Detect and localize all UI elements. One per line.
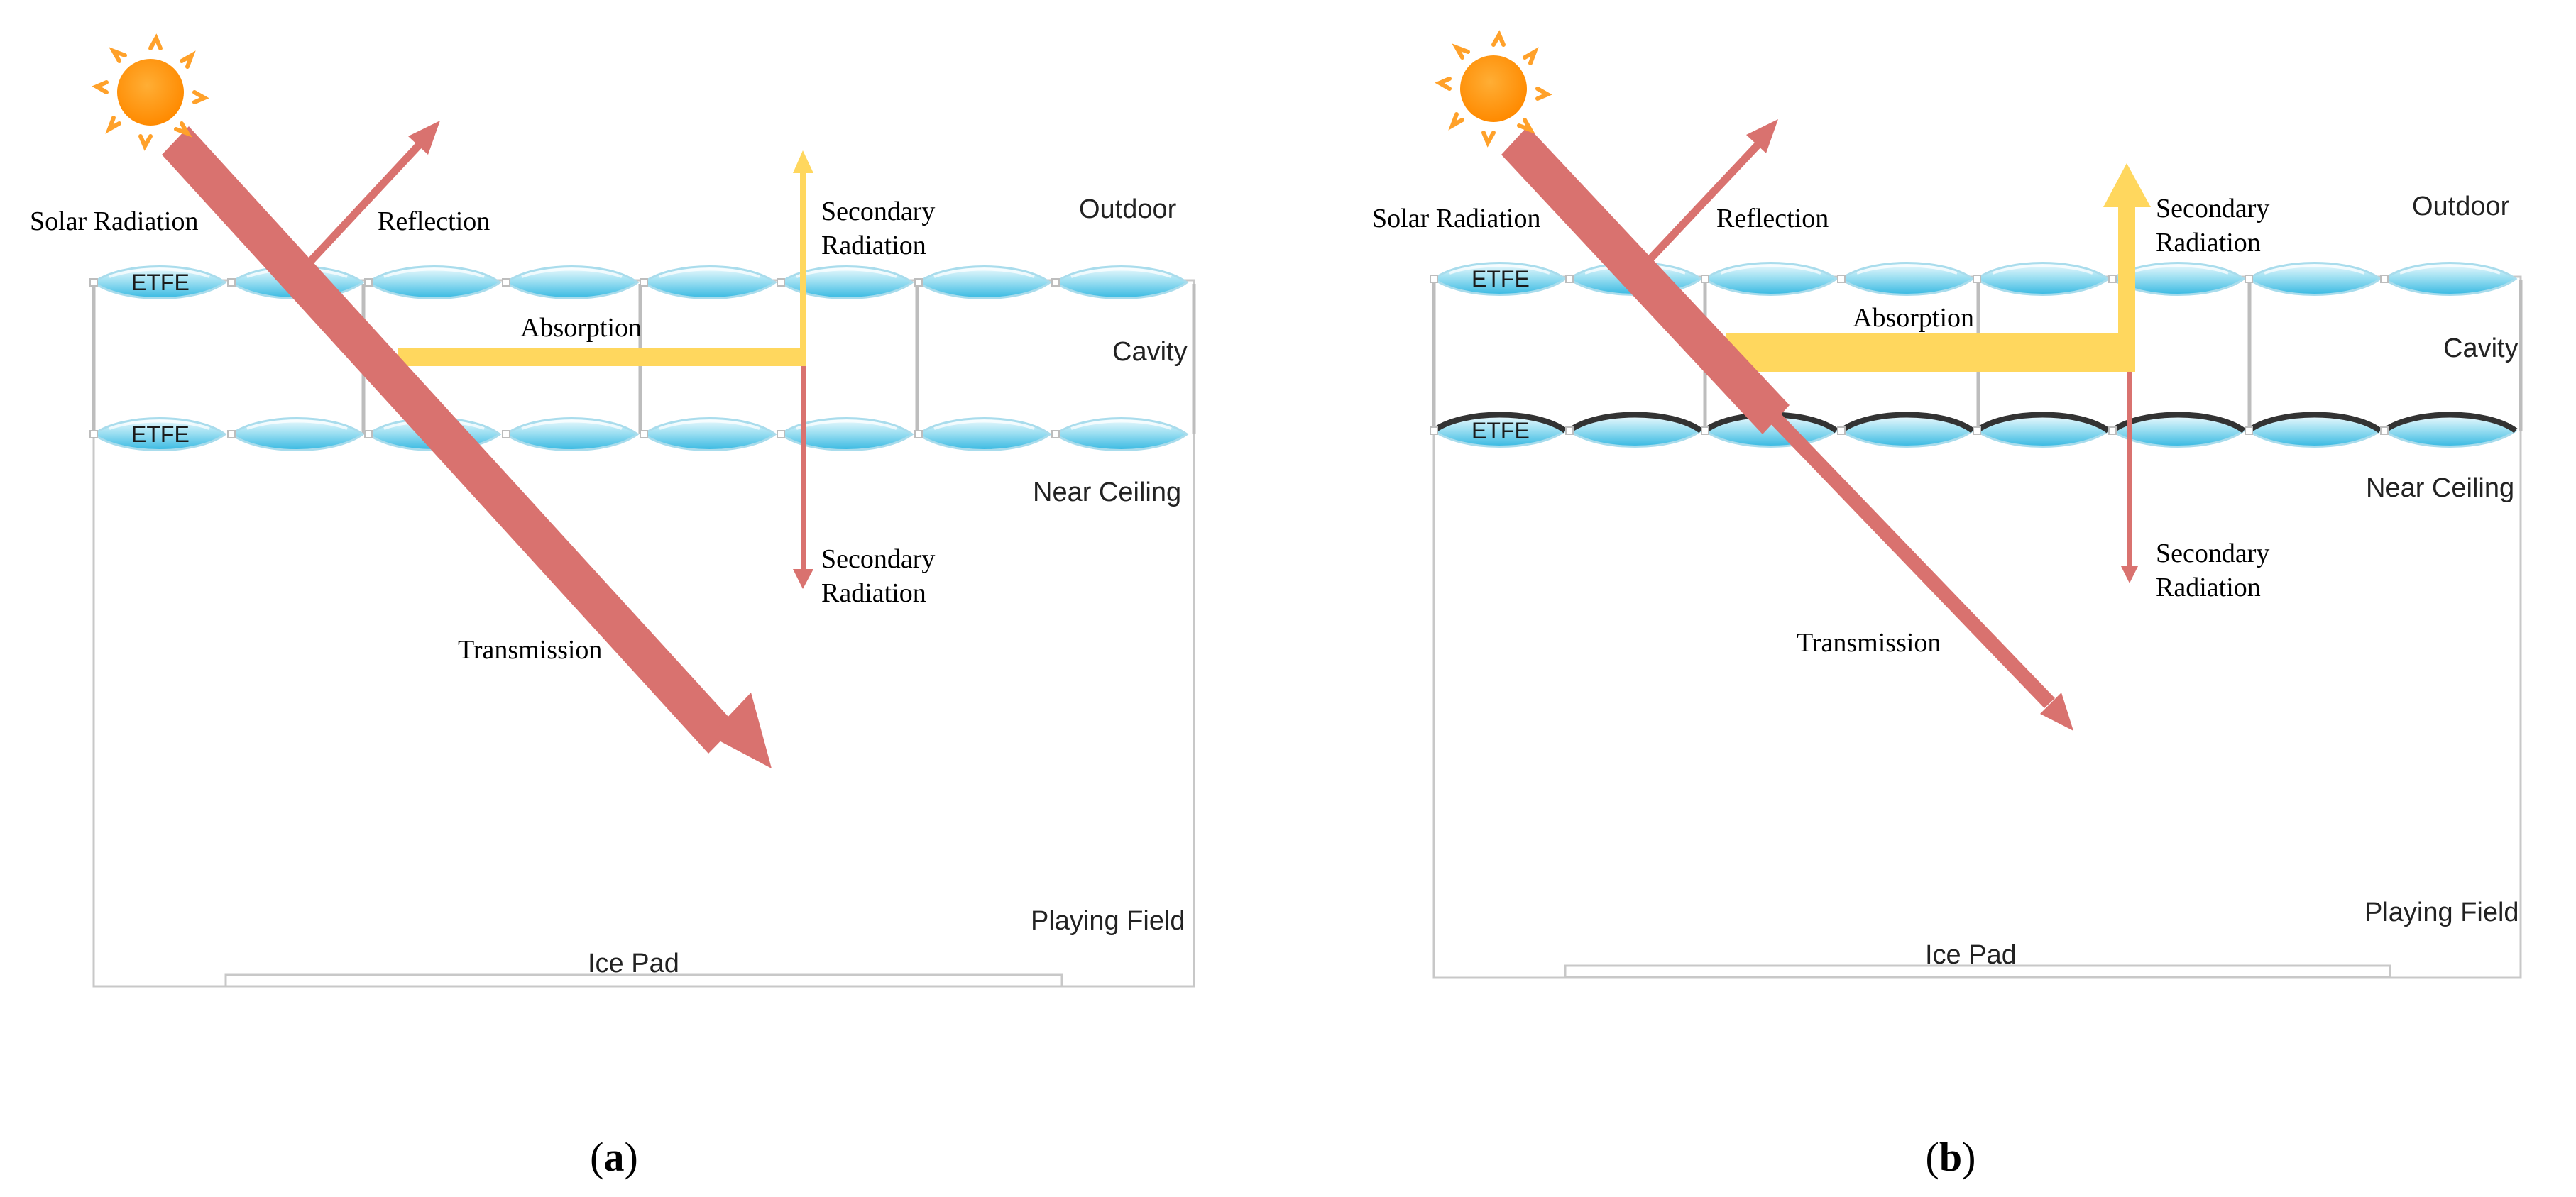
caption-a: (a)	[590, 1134, 638, 1180]
ice-pad-rect	[1564, 964, 2391, 978]
reflection-arrow	[303, 121, 440, 268]
etfe-layer-bottom-dark	[1430, 415, 2516, 447]
label-reflection: Reflection	[378, 206, 490, 236]
label-secondary-up-line1: Secondary	[2156, 194, 2269, 224]
reflection-arrow	[1643, 119, 1778, 265]
label-playing-field: Playing Field	[1031, 906, 1185, 936]
label-secondary-down-line1: Secondary	[821, 544, 935, 574]
secondary-radiation-up-arrow	[2103, 163, 2151, 372]
secondary-radiation-down-arrow	[793, 366, 813, 589]
label-secondary-down-line2: Radiation	[2156, 573, 2261, 602]
label-secondary-up-line1: Secondary	[821, 197, 935, 226]
label-ice-pad: Ice Pad	[1925, 940, 2017, 970]
label-reflection: Reflection	[1716, 204, 1829, 233]
label-etfe-top: ETFE	[1471, 266, 1530, 292]
secondary-radiation-down-arrow	[2121, 372, 2138, 583]
secondary-radiation-up-arrow	[793, 150, 813, 366]
label-etfe-top: ETFE	[131, 270, 190, 295]
label-secondary-up-line2: Radiation	[821, 231, 926, 260]
sun-icon	[1440, 35, 1547, 143]
label-solar-radiation: Solar Radiation	[1372, 204, 1540, 233]
transmission-beam	[162, 126, 772, 768]
label-playing-field: Playing Field	[2364, 898, 2519, 927]
label-near-ceiling: Near Ceiling	[1033, 478, 1181, 507]
absorption-bar	[1726, 333, 2135, 372]
label-outdoor: Outdoor	[2412, 192, 2510, 221]
label-outdoor: Outdoor	[1079, 194, 1177, 224]
label-absorption: Absorption	[520, 313, 642, 343]
label-cavity: Cavity	[2443, 333, 2519, 363]
label-transmission: Transmission	[458, 635, 602, 665]
ice-pad-rect	[224, 973, 1063, 988]
etfe-layer-top	[1429, 261, 2517, 297]
absorption-bar	[398, 348, 806, 366]
label-transmission: Transmission	[1797, 628, 1941, 658]
panel-b: Solar Radiation Reflection Secondary Rad…	[1372, 35, 2523, 1180]
label-cavity: Cavity	[1112, 337, 1188, 367]
label-secondary-down-line1: Secondary	[2156, 539, 2269, 568]
label-near-ceiling: Near Ceiling	[2366, 473, 2514, 503]
label-etfe-bottom: ETFE	[1471, 418, 1530, 443]
label-solar-radiation: Solar Radiation	[30, 206, 198, 236]
panel-a: Solar Radiation Reflection Secondary Rad…	[30, 38, 1196, 1180]
label-absorption: Absorption	[1853, 303, 1974, 333]
label-etfe-bottom: ETFE	[131, 421, 190, 447]
label-ice-pad: Ice Pad	[588, 949, 679, 978]
transmission-beam	[1501, 126, 2073, 731]
label-secondary-down-line2: Radiation	[821, 578, 926, 608]
label-secondary-up-line2: Radiation	[2156, 228, 2261, 258]
caption-b: (b)	[1926, 1134, 1976, 1180]
